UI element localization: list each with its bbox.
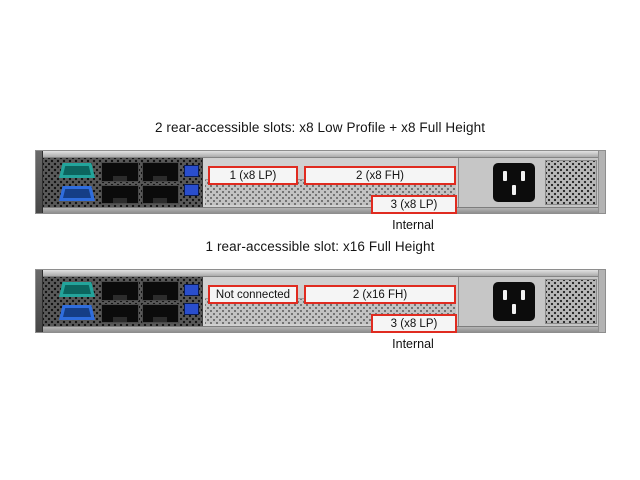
ethernet-ports — [101, 162, 179, 204]
vga-port-icon — [59, 186, 95, 201]
io-panel — [43, 158, 203, 207]
rj45-port-icon — [141, 162, 179, 182]
usb-port-icon — [184, 184, 199, 196]
internal-slot-caption: Internal — [392, 337, 434, 351]
rj45-port-icon — [101, 184, 139, 204]
figure-1-title: 2 rear-accessible slots: x8 Low Profile … — [154, 120, 486, 135]
power-inlet-icon — [493, 282, 535, 321]
chassis-top-rail — [43, 151, 600, 158]
rj45-port-icon — [141, 303, 179, 323]
usb-ports — [184, 165, 199, 203]
power-supply — [458, 158, 600, 207]
slot-label-1: 1 (x8 LP) — [208, 166, 298, 185]
io-panel — [43, 277, 203, 326]
internal-slot-caption: Internal — [392, 218, 434, 232]
usb-port-icon — [184, 284, 199, 296]
rack-ear-right — [598, 270, 605, 332]
slot-label-2: 2 (x16 FH) — [304, 285, 456, 304]
server-rear-panel-2: Not connected 2 (x16 FH) 3 (x8 LP) — [35, 269, 606, 333]
chassis-bottom-rail — [43, 207, 600, 213]
rj45-port-icon — [101, 162, 139, 182]
rj45-port-icon — [141, 281, 179, 301]
rj45-port-icon — [141, 184, 179, 204]
slot-label-3: 3 (x8 LP) — [371, 314, 457, 333]
usb-port-icon — [184, 303, 199, 315]
slot-label-1: Not connected — [208, 285, 298, 304]
psu-vent-grille — [545, 160, 597, 205]
rack-ear-left — [36, 151, 43, 213]
vga-port-icon — [59, 305, 95, 320]
serial-port-icon — [59, 282, 95, 297]
slot-label-2: 2 (x8 FH) — [304, 166, 456, 185]
rj45-port-icon — [101, 281, 139, 301]
ethernet-ports — [101, 281, 179, 323]
serial-port-icon — [59, 163, 95, 178]
usb-ports — [184, 284, 199, 322]
usb-port-icon — [184, 165, 199, 177]
rack-ear-left — [36, 270, 43, 332]
rack-ear-right — [598, 151, 605, 213]
chassis-top-rail — [43, 270, 600, 277]
power-supply — [458, 277, 600, 326]
psu-vent-grille — [545, 279, 597, 324]
slot-label-3: 3 (x8 LP) — [371, 195, 457, 214]
chassis-bottom-rail — [43, 326, 600, 332]
power-inlet-icon — [493, 163, 535, 202]
rj45-port-icon — [101, 303, 139, 323]
server-rear-panel-1: 1 (x8 LP) 2 (x8 FH) 3 (x8 LP) — [35, 150, 606, 214]
figure-2-title: 1 rear-accessible slot: x16 Full Height — [205, 239, 435, 254]
